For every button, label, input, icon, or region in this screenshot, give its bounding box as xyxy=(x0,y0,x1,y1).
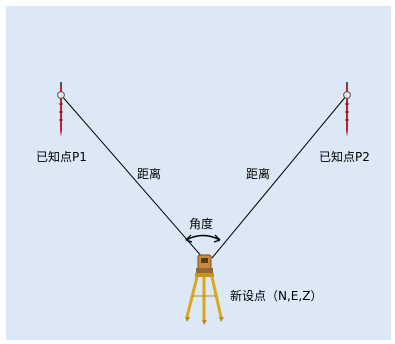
angle-arc xyxy=(185,234,221,243)
label-distance-left: 距离 xyxy=(137,167,162,181)
label-known-point-p2: 已知点P2 xyxy=(319,150,370,164)
total-station-tripod-icon xyxy=(185,254,224,325)
diagram-background xyxy=(6,6,391,340)
label-new-station: 新设点（N,E,Z） xyxy=(230,289,323,303)
label-distance-right: 距离 xyxy=(246,167,271,181)
sight-line-left xyxy=(60,94,204,259)
prism-pole-icon xyxy=(343,82,351,137)
sight-line-right xyxy=(211,94,348,259)
prism-pole-icon xyxy=(57,82,65,137)
label-angle: 角度 xyxy=(189,217,214,231)
label-known-point-p1: 已知点P1 xyxy=(36,150,87,164)
